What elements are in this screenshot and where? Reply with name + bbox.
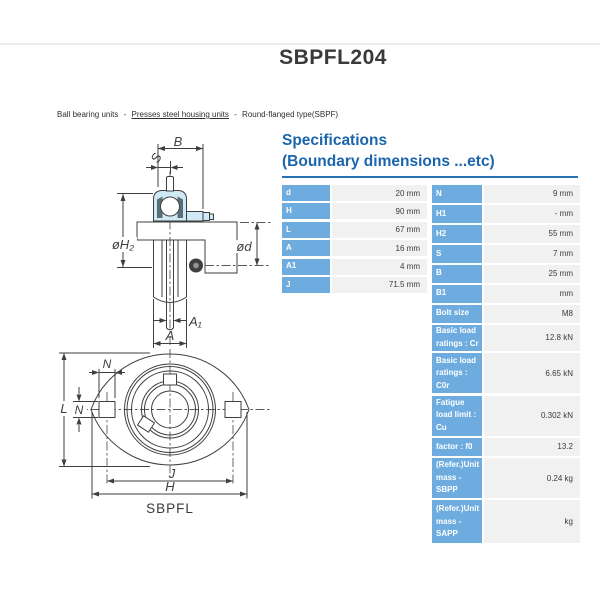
spec-value: 90 mm — [332, 203, 427, 220]
table-row: N 9 mm — [432, 185, 580, 203]
spec-label: H2 — [432, 224, 482, 243]
dim-label-s: S — [147, 150, 164, 165]
dim-label-h: H — [165, 479, 175, 494]
technical-drawing: B S øH₂ — [56, 134, 272, 516]
spec-value: 0.24 kg — [484, 458, 580, 499]
dim-label-n-left: N — [75, 403, 84, 417]
spec-value: 0.302 kN — [484, 395, 580, 436]
page-title: SBPFL204 — [279, 46, 387, 69]
dim-label-h2: øH₂ — [112, 237, 134, 252]
dimensions-table-right: N 9 mm H1 - mm H2 55 mm S 7 mm B 25 mm B… — [432, 185, 580, 546]
spec-label: Bolt size — [432, 304, 482, 323]
spec-label: L — [282, 221, 330, 238]
spec-label: Basic load ratings : Cr — [432, 324, 482, 351]
table-row: L 67 mm — [282, 221, 427, 238]
dim-label-a: A — [165, 328, 175, 343]
breadcrumb-link-pressed-steel-housing-units[interactable]: Presses steel housing units — [131, 110, 229, 119]
spec-label: H — [282, 203, 330, 220]
spec-value: 4 mm — [332, 258, 427, 275]
spec-value: kg — [484, 500, 580, 544]
dim-label-d: ød — [236, 239, 252, 254]
spec-label: (Refer.)Unit mass - SBPP — [432, 458, 482, 499]
table-row: H2 55 mm — [432, 224, 580, 243]
spec-label: J — [282, 276, 330, 293]
table-row: Basic load ratings : C0r 6.65 kN — [432, 353, 580, 394]
table-row: (Refer.)Unit mass - SBPP 0.24 kg — [432, 458, 580, 499]
table-row: S 7 mm — [432, 244, 580, 263]
spec-label: Fatigue load limit : Cu — [432, 395, 482, 436]
breadcrumb: Ball bearing units - Presses steel housi… — [57, 110, 338, 119]
drawing-caption: SBPFL — [146, 501, 194, 516]
specifications-heading-line2: (Boundary dimensions ...etc) — [282, 153, 495, 170]
table-row: B1 mm — [432, 284, 580, 303]
table-row: A1 4 mm — [282, 258, 427, 275]
spec-value: 7 mm — [484, 244, 580, 263]
spec-label: factor : f0 — [432, 438, 482, 456]
dim-label-a1: A₁ — [188, 314, 202, 329]
spec-value: 16 mm — [332, 240, 427, 257]
flange-plan-view: N L N J H SBPFL — [56, 349, 272, 516]
dim-label-l: L — [60, 401, 67, 416]
specifications-heading: Specifications (Boundary dimensions ...e… — [282, 130, 578, 178]
dim-label-b: B — [174, 134, 183, 149]
table-row: A 16 mm — [282, 240, 427, 257]
spec-value: 9 mm — [484, 185, 580, 203]
spec-label: B1 — [432, 284, 482, 303]
breadcrumb-item-ball-bearing-units: Ball bearing units — [57, 110, 119, 119]
spec-value: 55 mm — [484, 224, 580, 243]
spec-value: 25 mm — [484, 264, 580, 283]
spec-label: B — [432, 264, 482, 283]
breadcrumb-separator: - — [123, 110, 127, 119]
table-row: (Refer.)Unit mass - SAPP kg — [432, 500, 580, 544]
spec-label: N — [432, 185, 482, 203]
spec-value: M8 — [484, 304, 580, 323]
table-row: Bolt size M8 — [432, 304, 580, 323]
breadcrumb-item-round-flanged-type: Round-flanged type(SBPF) — [242, 110, 339, 119]
spec-value: mm — [484, 284, 580, 303]
table-row: B 25 mm — [432, 264, 580, 283]
cross-section-view: B S øH₂ — [109, 134, 271, 348]
spec-label: Basic load ratings : C0r — [432, 353, 482, 394]
spec-value: 67 mm — [332, 221, 427, 238]
dim-label-j: J — [168, 466, 176, 481]
spec-label: A — [282, 240, 330, 257]
table-row: H 90 mm — [282, 203, 427, 220]
spec-value: 6.65 kN — [484, 353, 580, 394]
spec-label: d — [282, 185, 330, 201]
table-row: Basic load ratings : Cr 12.8 kN — [432, 324, 580, 351]
spec-value: 20 mm — [332, 185, 427, 201]
table-row: factor : f0 13.2 — [432, 438, 580, 456]
specifications-heading-line1: Specifications — [282, 132, 388, 149]
spec-label: H1 — [432, 204, 482, 223]
top-divider — [0, 43, 600, 45]
spec-value: 13.2 — [484, 438, 580, 456]
breadcrumb-separator: - — [234, 110, 237, 119]
spec-value: 71.5 mm — [332, 276, 427, 293]
spec-label: S — [432, 244, 482, 263]
table-row: Fatigue load limit : Cu 0.302 kN — [432, 395, 580, 436]
spec-label: A1 — [282, 258, 330, 275]
spec-value: 12.8 kN — [484, 324, 580, 351]
table-row: d 20 mm — [282, 185, 427, 201]
dim-label-n-top: N — [103, 357, 112, 371]
spec-label: (Refer.)Unit mass - SAPP — [432, 500, 482, 544]
spec-value: - mm — [484, 204, 580, 223]
table-row: J 71.5 mm — [282, 276, 427, 293]
table-row: H1 - mm — [432, 204, 580, 223]
dimensions-table-left: d 20 mm H 90 mm L 67 mm A 16 mm A1 4 mm … — [282, 185, 427, 295]
